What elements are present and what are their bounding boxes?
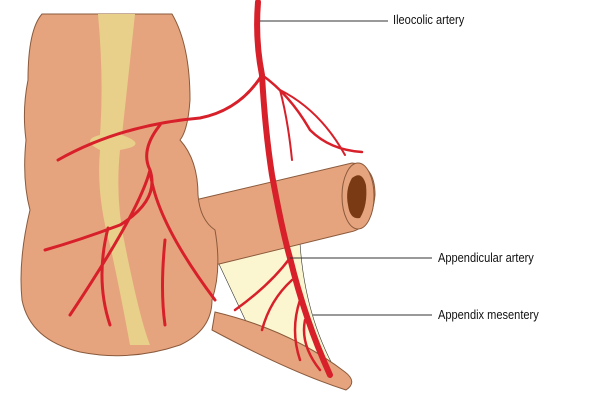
ileal-branch-2 <box>279 89 346 161</box>
appendicular-branches <box>233 256 322 372</box>
colic-branch <box>56 73 264 162</box>
ileocolic-artery <box>254 0 333 378</box>
label-appendix-mesentery: Appendix mesentery <box>438 307 539 322</box>
label-ileocolic-artery: Ileocolic artery <box>393 12 465 27</box>
taenia-fat-band <box>90 14 150 345</box>
cecal-artery <box>43 123 217 327</box>
appendix <box>211 311 353 391</box>
arteries <box>43 0 364 378</box>
ileum-lumen <box>347 175 367 219</box>
ileal-branch <box>260 73 364 154</box>
cecum-colon <box>20 13 219 357</box>
label-appendicular-artery: Appendicular artery <box>438 250 534 265</box>
